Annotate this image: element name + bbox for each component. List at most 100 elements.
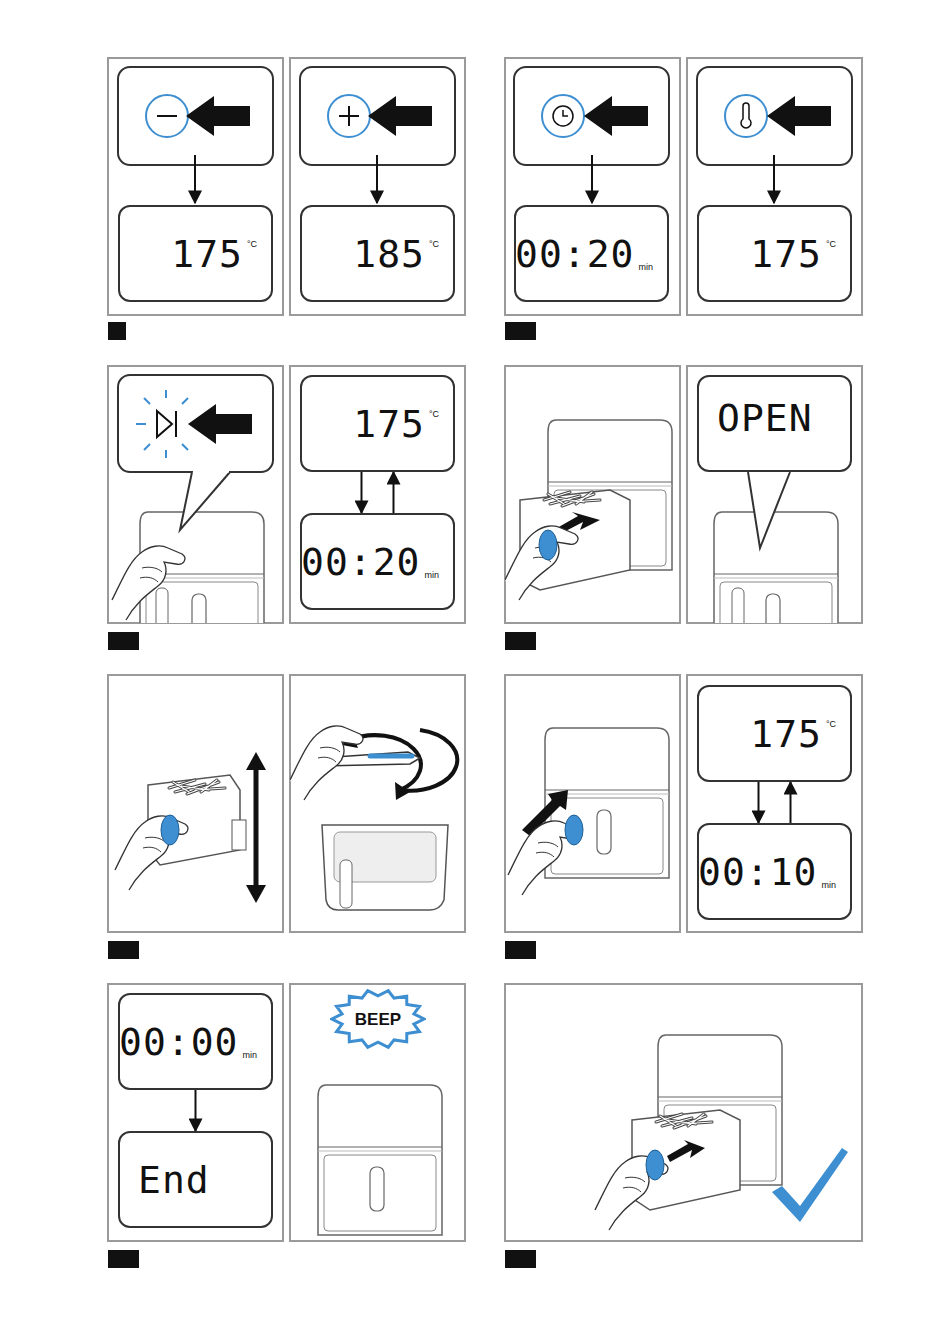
button-icons-part [175, 411, 177, 437]
panel-frames-part [290, 984, 465, 1241]
button-icons-part [157, 411, 172, 437]
unit-label: min [638, 262, 653, 272]
unit-label: °C [826, 719, 836, 729]
fryer-done-part [656, 1114, 712, 1128]
button-icons-part [542, 95, 584, 137]
step-number-boxes-part [108, 322, 126, 340]
fryer-press-start-part [193, 470, 229, 473]
fryer-pull-drawer [505, 420, 672, 600]
button-icons-part [348, 106, 350, 126]
flow-arrow [393, 472, 395, 513]
display-value: 175 [353, 405, 425, 443]
display-value: 175 [750, 235, 822, 273]
unit-label: min [424, 570, 439, 580]
lcd-display: 00:00 min [118, 993, 273, 1090]
flow-arrow [790, 782, 792, 823]
step-number-boxes-part [108, 632, 139, 650]
beep-burst: BEEP [330, 988, 426, 1050]
shake-drawer-part [161, 815, 179, 845]
fryer-open-part [714, 512, 838, 623]
pointing-arrows-part [188, 404, 252, 444]
flow-arrow [195, 1090, 197, 1131]
panel-frames-part [290, 58, 465, 315]
fryer-beep [318, 1085, 442, 1235]
display-value: BEEP [355, 1011, 401, 1028]
display-value: 175 [171, 235, 243, 273]
fryer-done-part [646, 1150, 664, 1180]
unit-label: °C [429, 409, 439, 419]
panel-frames-part [687, 675, 862, 932]
step-number-boxes-part [108, 941, 139, 959]
fryer-pull-drawer-part [539, 530, 557, 560]
flow-arrow [758, 782, 760, 823]
unit-label: °C [247, 239, 257, 249]
button-panels-part [118, 375, 273, 472]
fryer-open-part [748, 472, 790, 548]
panel-frames-part [505, 58, 680, 315]
step-number-boxes-part [505, 941, 536, 959]
turn-with-tongs-part [370, 754, 412, 759]
fryer-open [714, 471, 838, 623]
fryer-press-start-part [156, 588, 168, 623]
shake-drawer-part [232, 820, 246, 850]
button-icons-part [725, 95, 767, 137]
step-number-boxes-part [505, 1250, 536, 1268]
button-panels-part [300, 67, 455, 165]
panel-frames-part [505, 366, 680, 623]
unit-label: min [242, 1050, 257, 1060]
turn-with-tongs-part [322, 825, 448, 910]
speech-bubble: OPEN [697, 375, 852, 472]
fryer-push-drawer-part [565, 815, 583, 845]
burst-outline [332, 991, 424, 1048]
button-to-display-arrows-part [773, 155, 775, 203]
panel-frames-part [108, 675, 283, 932]
pointing-arrows-part [186, 96, 250, 136]
display-value: 185 [353, 235, 425, 273]
turn-with-tongs-part [340, 860, 352, 908]
button-panels-part [697, 67, 852, 165]
fryer-press-start-part [112, 546, 185, 620]
shake-drawer-part [254, 765, 259, 890]
shake-drawer-part [169, 780, 225, 794]
step-number-boxes-part [505, 632, 536, 650]
fryer-done-part [667, 1140, 705, 1162]
fryer-done [595, 1035, 848, 1230]
button-icons-part [136, 390, 188, 458]
lcd-display: End [118, 1131, 273, 1228]
display-value: 00:00 [119, 1023, 238, 1061]
fryer-push-drawer [508, 728, 669, 895]
button-icons-part [328, 95, 370, 137]
button-icons-part [146, 95, 188, 137]
unit-label: °C [826, 239, 836, 249]
button-panels-part [514, 67, 669, 165]
lcd-display: 175 °C [118, 205, 273, 302]
step-number-boxes [108, 322, 536, 1268]
display-value: 00:10 [698, 853, 817, 891]
panel-frames [108, 58, 862, 1241]
panel-frames-part [505, 984, 862, 1241]
unit-label: °C [429, 239, 439, 249]
shake-drawer [115, 752, 266, 903]
display-value: 00:20 [515, 235, 634, 273]
lcd-display: 00:20 min [514, 205, 669, 302]
fryer-beep-part [318, 1085, 442, 1235]
step-number-boxes-part [505, 322, 536, 340]
panel-frames-part [108, 984, 283, 1241]
fryer-pull-drawer-part [505, 526, 578, 600]
panel-frames-part [290, 675, 465, 932]
button-icons-part [741, 103, 751, 128]
pointing-arrows-part [767, 96, 831, 136]
turn-with-tongs-part [290, 726, 363, 800]
button-icons-part [157, 115, 177, 117]
step-number-boxes-part [108, 1250, 139, 1268]
fryer-done-part [632, 1110, 740, 1210]
shake-drawer-part [115, 816, 188, 890]
lcd-display: 00:20min [300, 513, 455, 610]
display-value: OPEN [717, 399, 813, 437]
button-to-display-arrows-part [591, 155, 593, 203]
fryer-open-part [732, 588, 744, 623]
button-icons-part [563, 110, 568, 116]
panel-frames-part [290, 366, 465, 623]
